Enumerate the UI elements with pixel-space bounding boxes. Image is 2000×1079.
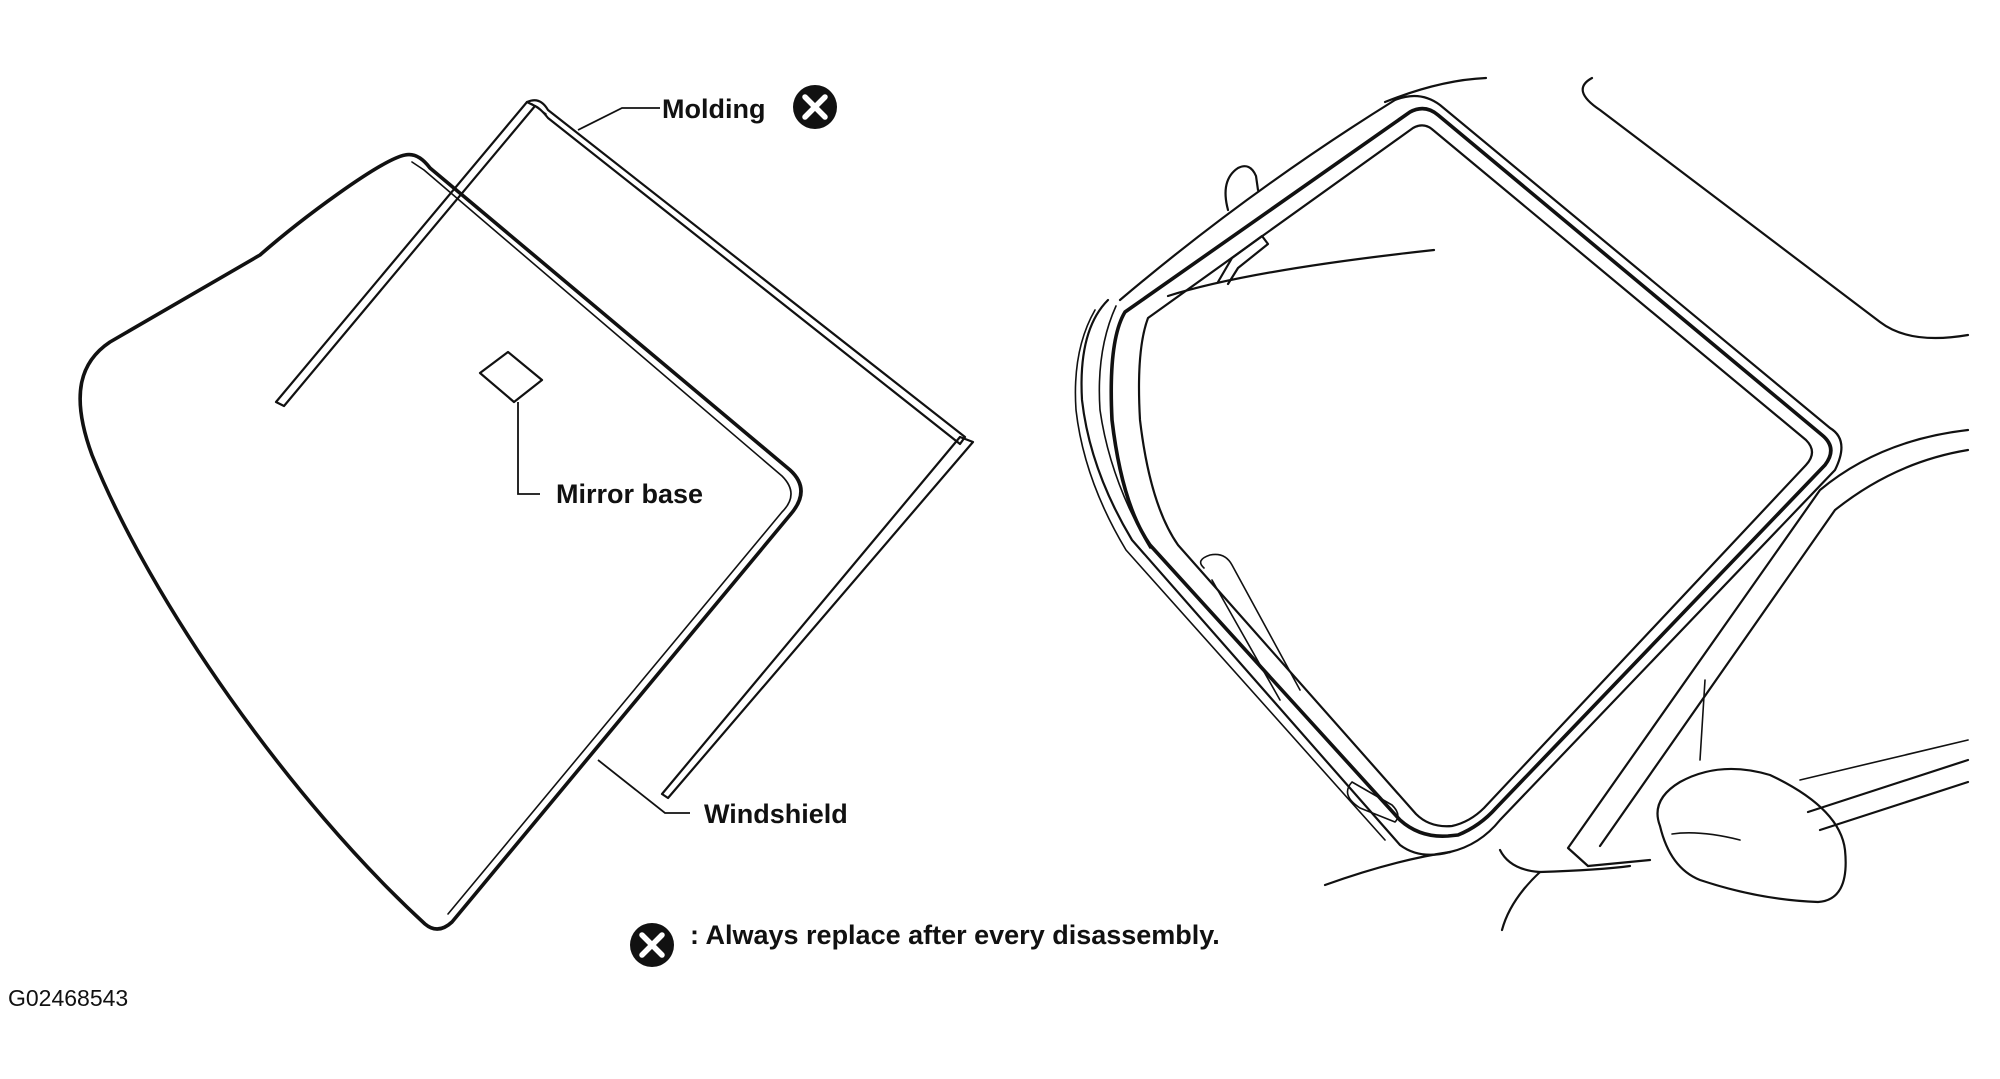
windshield-leader — [597, 759, 690, 814]
windshield-label: Windshield — [704, 799, 848, 829]
car-front-view — [1074, 76, 1970, 932]
mirror-base-label: Mirror base — [556, 479, 703, 509]
molding-part — [274, 99, 975, 800]
windshield-glass — [78, 152, 803, 931]
x-circle-icon — [630, 923, 674, 967]
mirror-base-part — [478, 350, 544, 404]
molding-label: Molding — [662, 94, 765, 124]
windshield-exploded-view — [78, 99, 975, 931]
molding-leader — [577, 107, 660, 131]
mirror-base-leader — [517, 402, 540, 495]
figure-code: G02468543 — [8, 985, 128, 1011]
legend-text: : Always replace after every disassembly… — [690, 920, 1220, 950]
x-circle-icon — [793, 85, 837, 129]
